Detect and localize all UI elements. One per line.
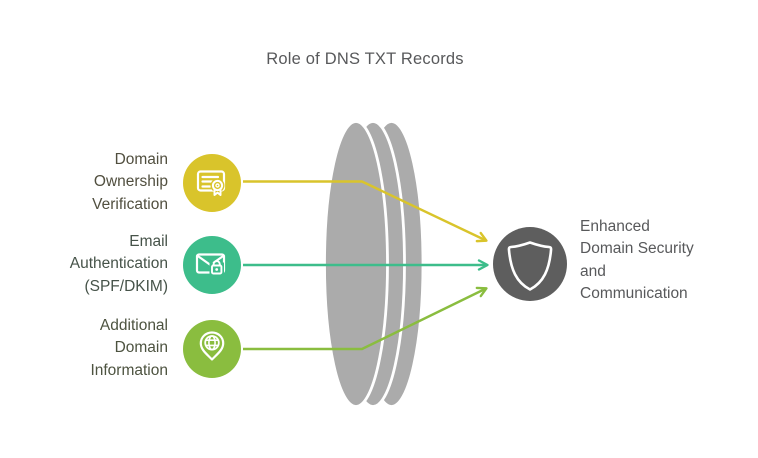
arrow-domain-ownership bbox=[243, 180, 488, 243]
location-globe-icon bbox=[183, 320, 241, 378]
diagram-title: Role of DNS TXT Records bbox=[266, 50, 464, 68]
email-lock-icon bbox=[183, 236, 241, 294]
label-enhanced-domain-security: Enhanced Domain Security and Communicati… bbox=[580, 218, 694, 303]
arrow-additional-information bbox=[243, 286, 488, 351]
shield-icon bbox=[493, 227, 567, 301]
label-domain-ownership-verification: Domain Ownership Verification bbox=[92, 151, 168, 213]
label-additional-domain-information: Additional Domain Information bbox=[90, 317, 168, 379]
label-email-authentication: Email Authentication (SPF/DKIM) bbox=[69, 233, 168, 295]
certificate-icon bbox=[183, 154, 241, 212]
